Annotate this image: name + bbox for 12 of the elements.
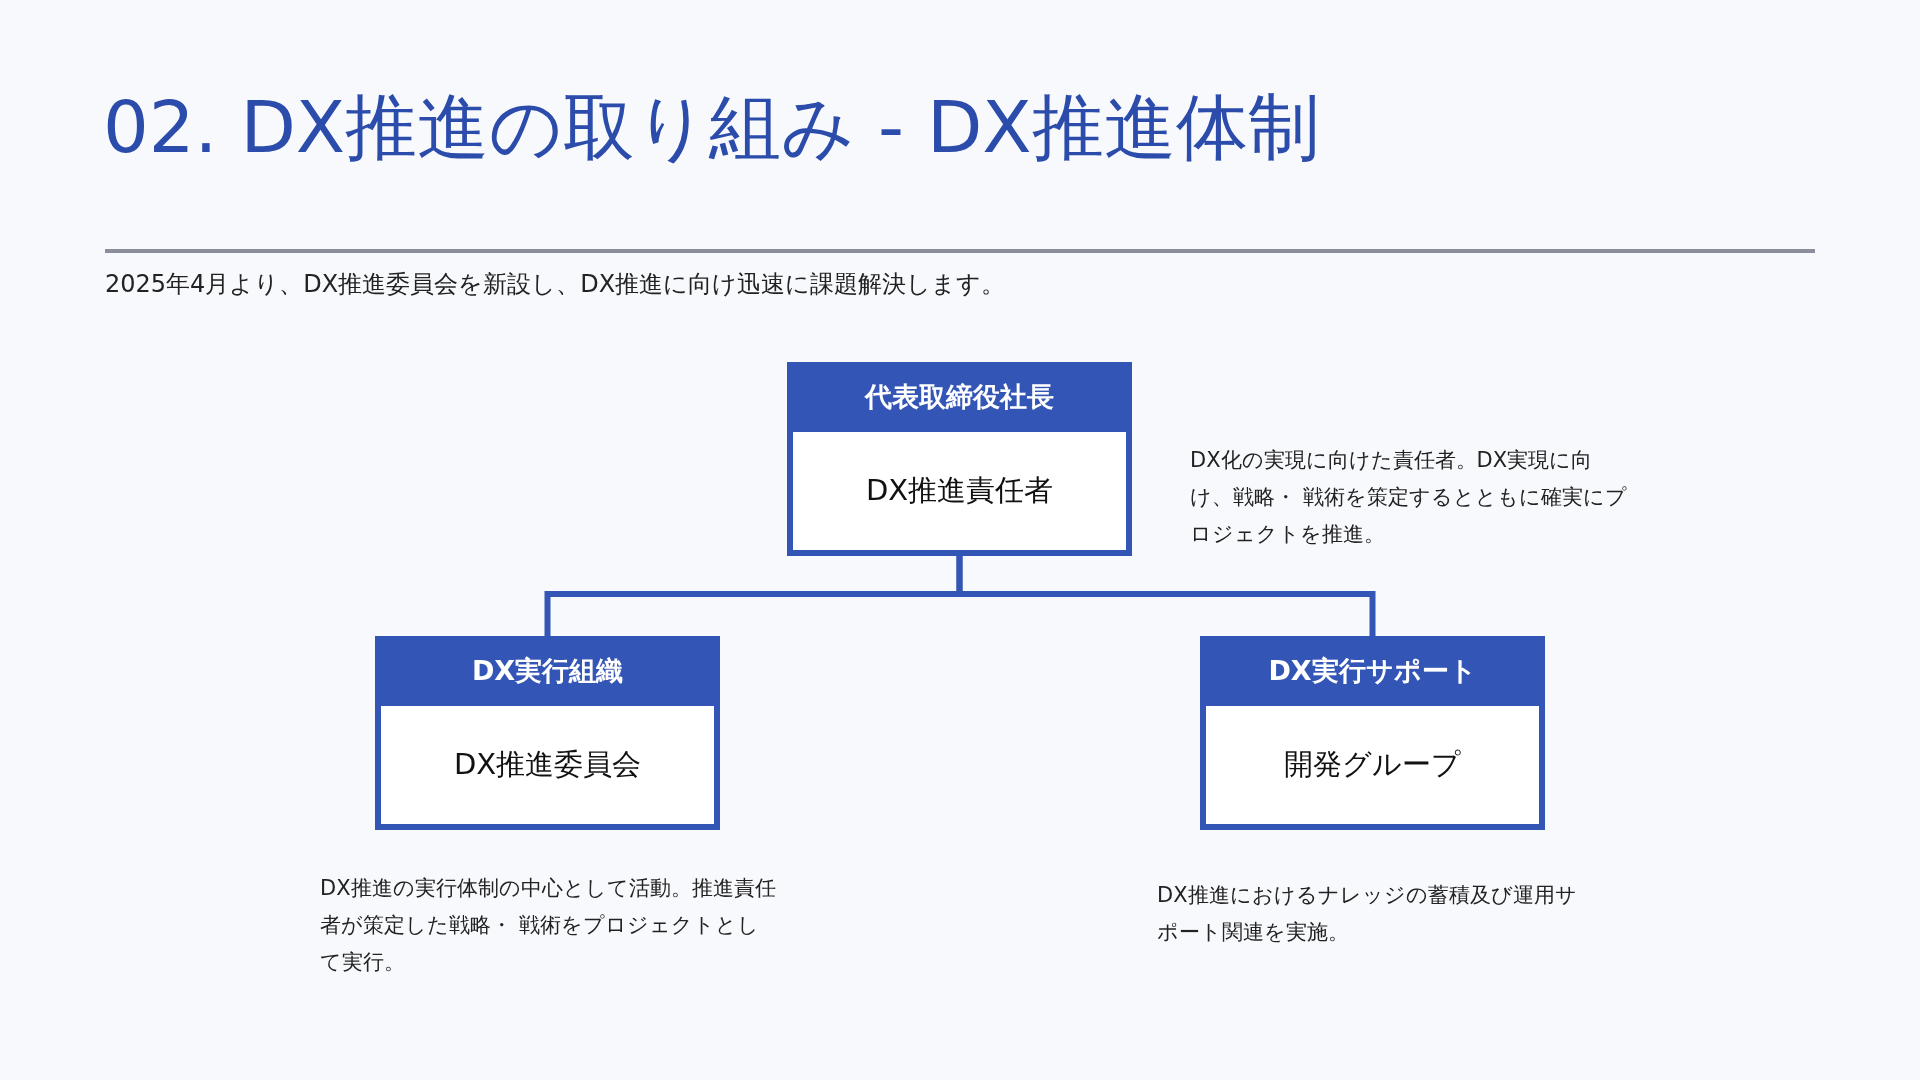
box-label: 開発グループ xyxy=(1284,746,1461,783)
description-text: DX推進の実行体制の中心として活動。推進責任者が策定した戦略・ 戦術をプロジェクトとして実行。 xyxy=(320,875,777,976)
intro-text: 2025年4月より、DX推進委員会を新設し、DX推進に向け迅速に課題解決します。 xyxy=(105,269,1007,300)
connector-line xyxy=(956,556,1376,636)
box-label: DX推進委員会 xyxy=(453,746,642,783)
description-text: DX推進におけるナレッジの蓄積及び運用サポート関連を実施。 xyxy=(1157,882,1578,946)
description-text: DX化の実現に向けた責任者。DX実現に向け、戦略・ 戦術を策定するとともに確実にプロジェクトを推進。 xyxy=(1190,447,1628,548)
box-label: DX推進責任者 xyxy=(865,472,1054,509)
org-box xyxy=(1200,636,1545,830)
org-box xyxy=(787,362,1132,556)
slide-title: 02. DX推進の取り組み - DX推進体制 xyxy=(103,84,1320,171)
org-box xyxy=(375,636,720,830)
